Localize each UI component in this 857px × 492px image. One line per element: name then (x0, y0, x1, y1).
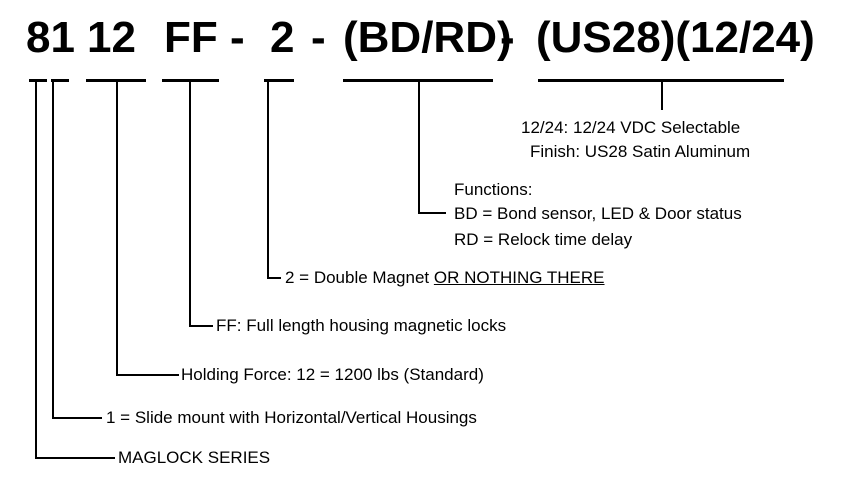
magnet-alt-text: OR NOTHING THERE (433, 268, 605, 287)
functions-rd: RD = Relock time delay (454, 230, 633, 249)
functions-bd: BD = Bond sensor, LED & Door status (454, 204, 742, 223)
code-magnet: 2 (270, 13, 295, 62)
series-underline (29, 79, 47, 82)
code-series: 81 (26, 13, 75, 62)
magnet-leader (267, 82, 269, 278)
magnet-leader-tick (267, 277, 281, 279)
finish-voltage-underline (538, 79, 784, 82)
series-leader-tick (35, 457, 115, 459)
series-label: MAGLOCK SERIES (118, 448, 271, 467)
code-separator: - (311, 13, 326, 62)
code-separator: - (500, 13, 515, 62)
functions-leader (418, 82, 420, 213)
holding-force-leader (116, 82, 118, 375)
holding-force-leader-tick (116, 374, 179, 376)
functions-title: Functions: (454, 180, 533, 199)
code-functions: (BD/RD) (343, 13, 512, 62)
housing-leader-tick (189, 325, 213, 327)
housing-underline (162, 79, 219, 82)
mount-label: 1 = Slide mount with Horizontal/Vertical… (106, 408, 477, 427)
magnet-label: 2 = Double Magnet OR NOTHING THERE (285, 268, 605, 288)
code-separator: - (230, 13, 245, 62)
housing-label: FF: Full length housing magnetic locks (216, 316, 507, 335)
code-housing: FF (164, 13, 218, 62)
mount-underline (51, 79, 69, 82)
finish-leader (661, 82, 663, 110)
functions-underline (343, 79, 493, 82)
mount-leader (52, 82, 54, 418)
mount-leader-tick (52, 417, 102, 419)
housing-leader (189, 82, 191, 326)
holding-force-underline (86, 79, 146, 82)
functions-leader-tick (418, 212, 446, 214)
code-finish-voltage: (US28)(12/24) (536, 13, 815, 62)
series-leader (35, 82, 37, 458)
code-holding-force: 12 (87, 13, 136, 62)
magnet-underline (264, 79, 294, 82)
magnet-text: 2 = Double Magnet (285, 268, 430, 287)
finish-label: Finish: US28 Satin Aluminum (530, 142, 751, 161)
holding-force-label: Holding Force: 12 = 1200 lbs (Standard) (181, 365, 484, 384)
voltage-label: 12/24: 12/24 VDC Selectable (521, 118, 741, 137)
